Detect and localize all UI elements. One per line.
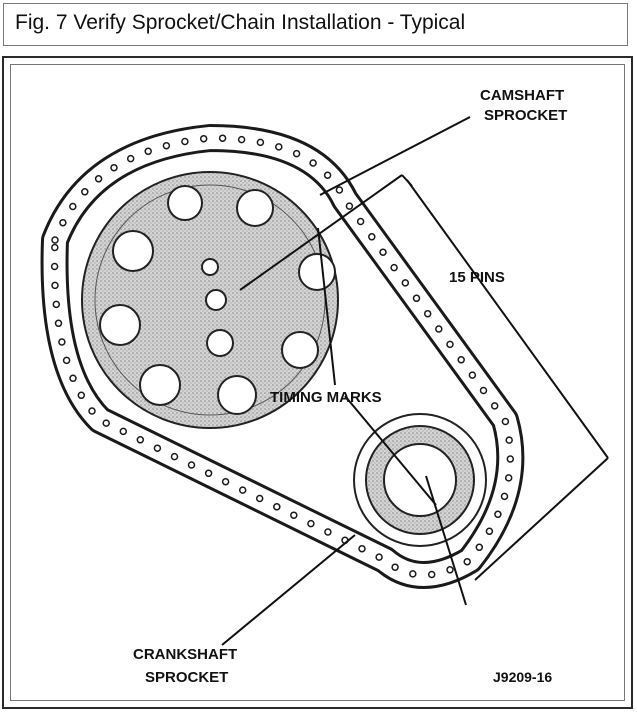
chain-link-pin xyxy=(485,527,494,536)
chain-link-pin xyxy=(435,325,443,333)
chain-links xyxy=(50,134,515,579)
chain-link-pin xyxy=(69,202,77,211)
chain-link-pin xyxy=(345,202,354,210)
camshaft-label-line1: CAMSHAFT xyxy=(480,87,564,104)
chain-link-pin xyxy=(144,147,152,156)
camshaft-sprocket xyxy=(81,171,339,429)
chain-link-pin xyxy=(292,149,301,158)
chain-link-pin xyxy=(427,570,436,579)
chain-link-pin xyxy=(119,427,128,436)
chain-link-pin xyxy=(479,386,488,395)
chain-link-pin xyxy=(457,356,465,364)
chain-link-pin xyxy=(309,159,317,167)
chain-link-pin xyxy=(62,356,71,365)
chain-link-pin xyxy=(409,570,417,578)
chain-link-pin xyxy=(51,236,59,244)
chain-link-pin xyxy=(153,444,162,452)
chain-link-pin xyxy=(88,407,96,415)
chain-link-pin xyxy=(500,492,509,501)
chain-link-pin xyxy=(162,141,171,150)
chain-link-pin xyxy=(391,563,399,571)
crankshaft-sprocket xyxy=(353,413,487,547)
caption-box: Fig. 7 Verify Sprocket/Chain Installatio… xyxy=(3,3,628,46)
crankshaft-label-line1: CRANKSHAFT xyxy=(133,646,237,663)
chain-link-pin xyxy=(505,436,513,444)
chain-link-pin xyxy=(255,494,264,503)
chain-link-pin xyxy=(94,175,103,183)
leader-lines xyxy=(221,116,609,646)
figure-inner-border xyxy=(10,64,625,701)
chain-link-pin xyxy=(446,566,454,574)
chain-link-pin xyxy=(463,557,471,566)
chain-link-pin xyxy=(501,417,510,426)
chain-link-pin xyxy=(238,486,247,494)
chain-link-pin xyxy=(358,544,366,553)
chain-link-pin xyxy=(423,309,432,318)
chain-link-pin xyxy=(81,188,89,196)
crankshaft-label-line2: SPROCKET xyxy=(145,669,228,686)
chain-link-pin xyxy=(50,262,59,271)
chain-link-pin xyxy=(102,419,110,427)
chain-link-pin xyxy=(51,243,59,252)
chain-link-pin xyxy=(323,171,332,179)
chain-link-pin xyxy=(412,294,421,303)
chain-link-pin xyxy=(356,217,365,226)
chain-link-pin xyxy=(504,474,513,482)
chain-link-pin xyxy=(275,143,283,151)
chain-link-pin xyxy=(199,134,208,143)
chain-link-pin xyxy=(390,263,398,272)
chain-link-pin xyxy=(221,477,230,486)
chain-link-pin xyxy=(77,391,86,400)
figure-caption: Fig. 7 Verify Sprocket/Chain Installatio… xyxy=(15,11,466,34)
chain-link-pin xyxy=(256,138,265,147)
chain-link-pin xyxy=(52,300,61,309)
chain-link-pin xyxy=(69,374,77,383)
chain-link-pin xyxy=(187,461,196,469)
chain-link-pin xyxy=(379,248,387,256)
chain-link-pin xyxy=(506,455,515,463)
chain-link-pin xyxy=(307,519,315,528)
chain-link-pin xyxy=(51,281,59,290)
chain-link-pin xyxy=(324,528,332,536)
chain-link-pin xyxy=(494,510,502,519)
chain-link-pin xyxy=(237,135,246,144)
camshaft-label-line2: SPROCKET xyxy=(484,107,567,124)
chain-link-pin xyxy=(218,134,227,142)
chain-link-pin xyxy=(59,218,67,227)
figure-id-label: J9209-16 xyxy=(493,669,552,685)
chain-link-pin xyxy=(446,340,454,349)
chain-link-pin xyxy=(54,319,63,328)
pins-label: 15 PINS xyxy=(449,269,505,286)
chain-link-pin xyxy=(273,503,281,511)
chain-link-pin xyxy=(58,338,66,346)
chain-link-pin xyxy=(468,371,477,379)
chain-link-pin xyxy=(490,402,499,410)
timing-marks-label: TIMING MARKS xyxy=(270,389,382,406)
chain-link-pin xyxy=(475,543,484,552)
chain-link-pin xyxy=(375,553,383,561)
chain-link-pin xyxy=(170,452,179,461)
chain-link-pin xyxy=(204,469,213,478)
chain-link-pin xyxy=(181,137,189,146)
chain-link-pin xyxy=(335,186,344,194)
chain-link-pin xyxy=(136,436,145,444)
chain-link-pin xyxy=(110,163,118,172)
chain-link-pin xyxy=(290,511,298,519)
chain-link-pin xyxy=(368,233,376,241)
chain-link-pin xyxy=(401,279,410,287)
chain-link-pin xyxy=(126,154,135,163)
